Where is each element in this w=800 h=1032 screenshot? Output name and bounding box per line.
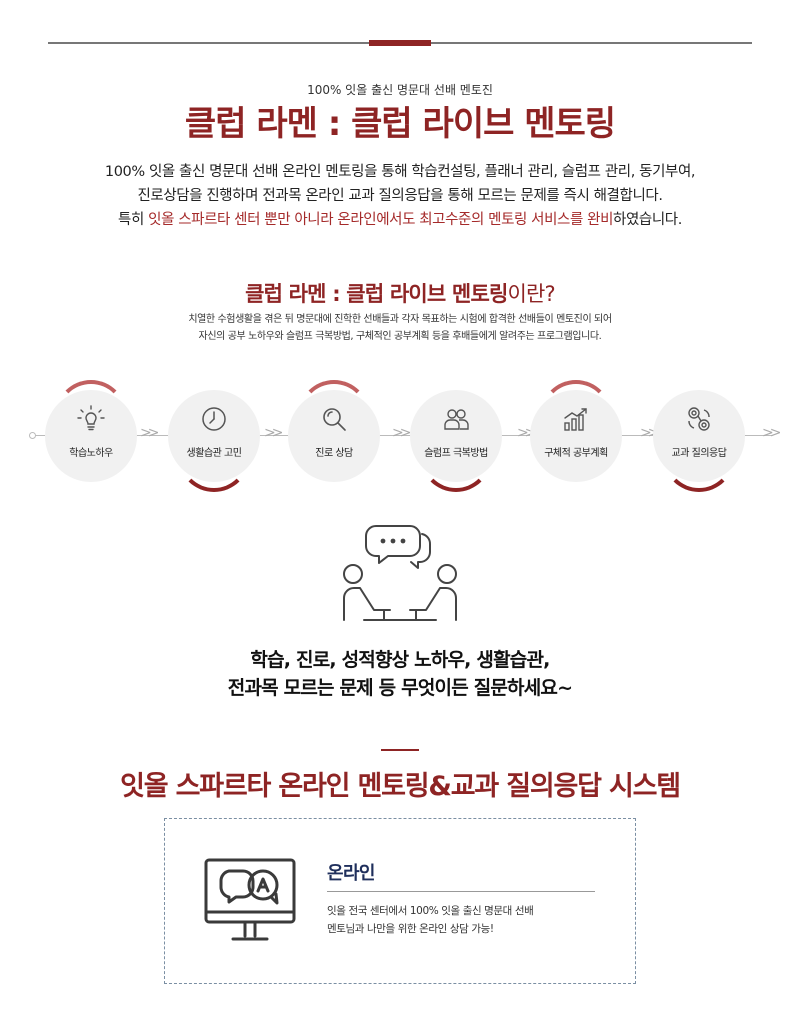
- intro-line-3-prefix: 특히: [118, 212, 149, 228]
- intro-highlight: 잇올 스파르타 센터 뿐만 아니라 온라인에서도 최고수준의 멘토링 서비스를 …: [148, 212, 614, 228]
- ask-line-2: 전과목 모르는 문제 등 무엇이든 질문하세요~: [227, 677, 573, 699]
- intro-line-2: 진로상담을 진행하며 전과목 온라인 교과 질의응답을 통해 모르는 문제를 즉…: [137, 188, 663, 204]
- topic-lifestyle-habits: 생활습관 고민: [168, 390, 260, 492]
- clock-icon: [202, 407, 226, 431]
- eyebrow-text: 100% 잇올 출신 명문대 선배 멘토진: [307, 83, 493, 97]
- online-box-divider: [327, 891, 595, 892]
- about-title: 클럽 라멘 : 클럽 라이브 멘토링이란?: [0, 278, 800, 308]
- step-arc: [178, 420, 250, 492]
- flow-arrow: >>: [762, 425, 782, 441]
- step-label: 생활습관 고민: [186, 448, 242, 459]
- top-divider-accent: [369, 40, 431, 46]
- brain-gear-icon: [688, 407, 710, 431]
- flow-start-dot: [29, 432, 36, 439]
- section-separator: [381, 749, 419, 751]
- system-title: 잇올 스파르타 온라인 멘토링&교과 질의응답 시스템: [0, 764, 800, 803]
- about-description: 치열한 수험생활을 겪은 뒤 명문대에 진학한 선배들과 각자 목표하는 시험에…: [0, 311, 800, 345]
- step-arc: [55, 380, 127, 452]
- mentoring-conversation-illustration: [343, 525, 457, 621]
- lightbulb-icon: [77, 405, 105, 431]
- ask-anything-message: 학습, 진로, 성적향상 노하우, 생활습관, 전과목 모르는 문제 등 무엇이…: [0, 646, 800, 702]
- intro-line-3-suffix: 하였습니다.: [613, 212, 682, 228]
- topic-career-counseling: 진로 상담: [288, 380, 380, 482]
- online-info-box: 온라인 잇올 전국 센터에서 100% 잇올 출신 명문대 선배 멘토님과 나만…: [164, 818, 636, 984]
- step-arc: [298, 380, 370, 452]
- online-desc-line-1: 잇올 전국 센터에서 100% 잇올 출신 명문대 선배: [327, 905, 534, 917]
- topic-study-plan: 구체적 공부계획: [530, 380, 622, 482]
- flow-line: [32, 435, 772, 436]
- step-label: 진로 상담: [315, 448, 353, 459]
- topic-study-knowhow: 학습노하우: [45, 380, 137, 482]
- flow-arrow: >>: [264, 425, 284, 441]
- about-title-bold: 클럽 라멘 : 클럽 라이브 멘토링: [245, 282, 508, 306]
- growth-chart-icon: [564, 408, 587, 431]
- page-title: 클럽 라멘 : 클럽 라이브 멘토링: [184, 104, 616, 144]
- flow-arrow: >>: [392, 425, 412, 441]
- step-label: 구체적 공부계획: [544, 448, 608, 459]
- monitor-chat-icon: [204, 858, 296, 941]
- step-label: 교과 질의응답: [671, 448, 727, 459]
- step-arc: [420, 420, 492, 492]
- ask-line-1: 학습, 진로, 성적향상 노하우, 생활습관,: [250, 649, 550, 671]
- online-box-title: 온라인: [327, 863, 375, 884]
- about-desc-line-2: 자신의 공부 노하우와 슬럼프 극복방법, 구체적인 공부계획 등을 후배들에게…: [198, 331, 602, 342]
- system-title-bold: 온라인 멘토링&교과 질의응답 시스템: [278, 771, 681, 802]
- about-title-suffix: 이란?: [507, 282, 556, 306]
- intro-line-1: 100% 잇올 출신 명문대 선배 온라인 멘토링을 통해 학습컨설팅, 플래너…: [104, 164, 696, 180]
- step-arc: [540, 380, 612, 452]
- topic-slump-overcome: 슬럼프 극복방법: [410, 390, 502, 492]
- step-arc: [663, 420, 735, 492]
- intro-paragraph: 100% 잇올 출신 명문대 선배 온라인 멘토링을 통해 학습컨설팅, 플래너…: [0, 160, 800, 232]
- topic-subject-qa: 교과 질의응답: [653, 390, 745, 492]
- step-label: 학습노하우: [69, 448, 113, 459]
- people-icon: [444, 409, 469, 430]
- magnifier-icon: [323, 408, 346, 431]
- mentoring-topics-flow: >> >> >> >> >> >> 학습노하우 생활습관 고민: [0, 376, 800, 496]
- flow-arrow: >>: [140, 425, 160, 441]
- intro-line-3: 특히 잇올 스파르타 센터 뿐만 아니라 온라인에서도 최고수준의 멘토링 서비…: [0, 208, 800, 232]
- online-box-description: 잇올 전국 센터에서 100% 잇올 출신 명문대 선배 멘토님과 나만을 위한…: [327, 902, 617, 938]
- about-desc-line-1: 치열한 수험생활을 겪은 뒤 명문대에 진학한 선배들과 각자 목표하는 시험에…: [188, 314, 612, 325]
- system-title-prefix: 잇올 스파르타: [120, 771, 279, 802]
- online-desc-line-2: 멘토님과 나만을 위한 온라인 상담 가능!: [327, 923, 494, 935]
- step-label: 슬럼프 극복방법: [424, 448, 488, 459]
